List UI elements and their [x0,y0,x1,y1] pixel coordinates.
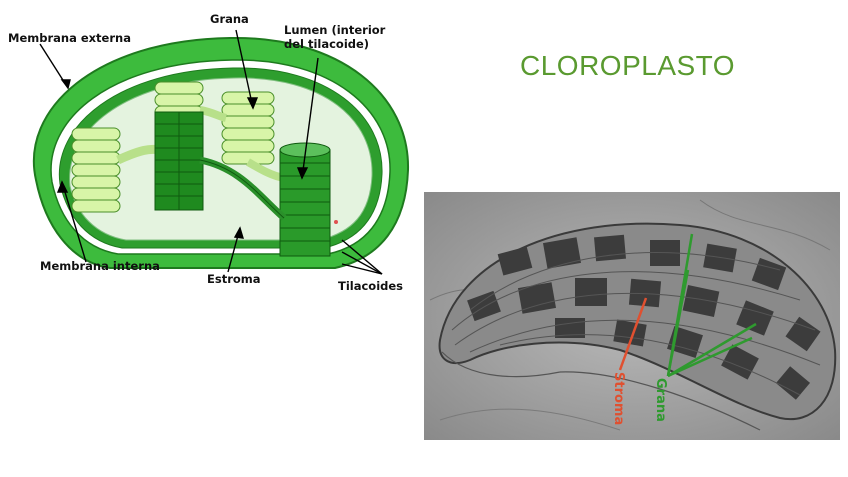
label-stroma: Estroma [207,272,261,286]
label-inner-membrane: Membrana interna [40,259,160,273]
granum-cut-dark-left [154,111,204,211]
grana-pointers [666,233,757,378]
granum-stack-left [71,127,121,213]
electron-micrograph: Stroma Grana [424,192,840,440]
chloroplast-schematic [32,36,410,269]
micrograph-lamellae [451,252,821,396]
label-thylakoids: Tilacoides [338,279,403,293]
page-title: CLOROPLASTO [520,50,736,81]
diagram-leaders [39,29,383,275]
micrograph-label-stroma: Stroma [611,372,626,425]
stroma-lamella [199,106,228,122]
label-outer-membrane: Membrana externa [8,31,131,45]
micrograph-label-grana: Grana [653,378,668,422]
label-grana: Grana [210,12,249,26]
stroma-lamella-dark [199,159,285,219]
granum-stack-back-right [221,91,275,165]
label-lumen-line2: del tilacoide) [284,37,369,51]
stroma-pointer [618,297,648,371]
lumen-marker [334,220,338,224]
label-lumen-line1: Lumen (interior [284,23,386,37]
